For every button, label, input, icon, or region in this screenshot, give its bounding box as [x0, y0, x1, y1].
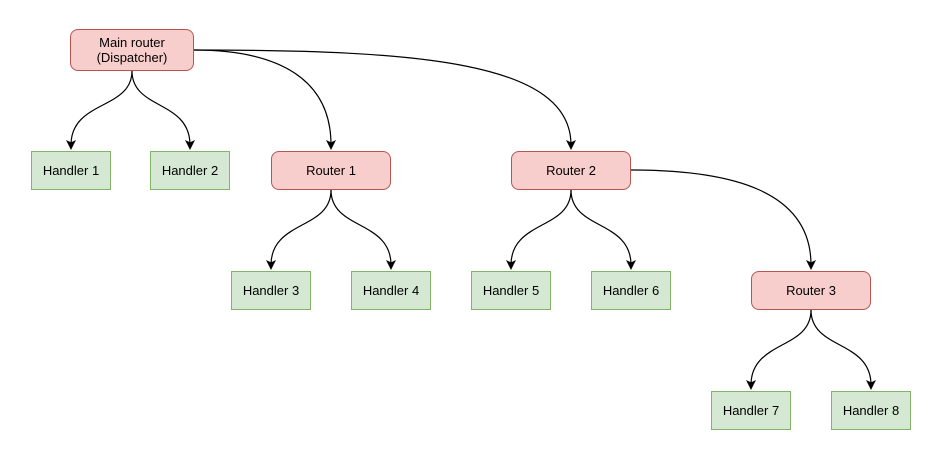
node-handler-5[interactable]: Handler 5	[471, 271, 551, 310]
edge-main-router-to-router-1[interactable]	[193, 49, 336, 150]
node-label-router-1: Router 1	[306, 163, 356, 178]
edge-router-2-to-router-3[interactable]	[630, 169, 816, 270]
edge-main-router-to-handler-2[interactable]	[131, 70, 195, 150]
node-handler-1[interactable]: Handler 1	[31, 151, 111, 190]
node-handler-7[interactable]: Handler 7	[711, 391, 791, 430]
edges-group	[66, 49, 876, 390]
edge-router-2-to-handler-6[interactable]	[570, 189, 636, 270]
node-handler-3[interactable]: Handler 3	[231, 271, 311, 310]
node-handler-4[interactable]: Handler 4	[351, 271, 431, 310]
node-label-router-2: Router 2	[546, 163, 596, 178]
node-handler-2[interactable]: Handler 2	[150, 151, 230, 190]
node-label-handler-1: Handler 1	[42, 163, 100, 178]
node-label-handler-6: Handler 6	[602, 283, 660, 298]
node-label-router-3: Router 3	[786, 283, 836, 298]
node-label-main-router: Main router (Dispatcher)	[96, 35, 168, 65]
edge-router-2-to-handler-5[interactable]	[506, 189, 572, 270]
node-main-router[interactable]: Main router (Dispatcher)	[70, 29, 194, 71]
node-router-2[interactable]: Router 2	[511, 151, 631, 190]
node-handler-8[interactable]: Handler 8	[831, 391, 911, 430]
edge-router-3-to-handler-8[interactable]	[810, 309, 876, 390]
node-router-3[interactable]: Router 3	[751, 271, 871, 310]
edge-router-3-to-handler-7[interactable]	[746, 309, 812, 390]
node-label-handler-8: Handler 8	[842, 403, 900, 418]
node-router-1[interactable]: Router 1	[271, 151, 391, 190]
edge-router-1-to-handler-3[interactable]	[266, 189, 332, 270]
edge-main-router-to-handler-1[interactable]	[66, 70, 133, 150]
node-label-handler-7: Handler 7	[722, 403, 780, 418]
node-label-handler-2: Handler 2	[161, 163, 219, 178]
node-label-handler-3: Handler 3	[242, 283, 300, 298]
edge-router-1-to-handler-4[interactable]	[330, 189, 396, 270]
node-label-handler-5: Handler 5	[482, 283, 540, 298]
node-handler-6[interactable]: Handler 6	[591, 271, 671, 310]
edge-main-router-to-router-2[interactable]	[193, 49, 576, 150]
node-label-handler-4: Handler 4	[362, 283, 420, 298]
